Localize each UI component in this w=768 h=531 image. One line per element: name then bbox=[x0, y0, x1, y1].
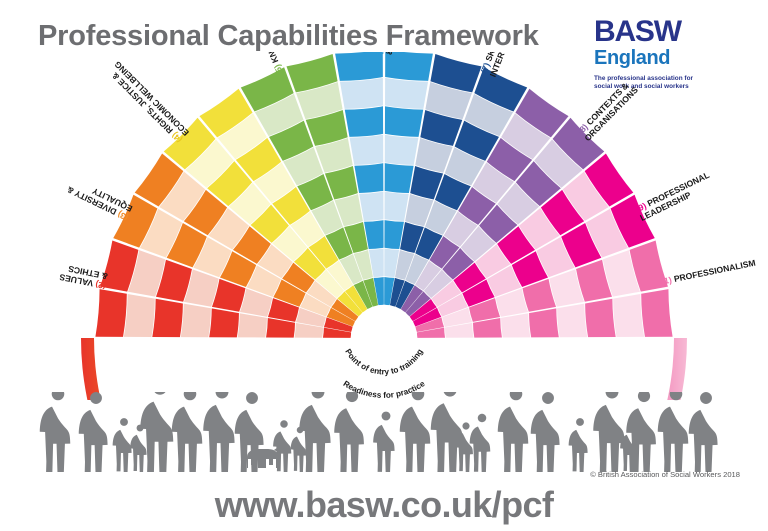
person-silhouette bbox=[593, 392, 625, 472]
person-silhouette bbox=[620, 424, 637, 472]
domain-label: (2) VALUES& ETHICS bbox=[58, 264, 108, 291]
page-title: Professional Capabilities Framework bbox=[38, 20, 539, 52]
person-silhouette bbox=[140, 392, 174, 472]
logo-tagline: The professional association for social … bbox=[594, 75, 740, 92]
domain-label-line: & ANALYSIS bbox=[384, 52, 394, 55]
person-silhouette bbox=[299, 392, 331, 472]
person-silhouette bbox=[171, 392, 203, 472]
logo-basw-text: BASW bbox=[594, 15, 682, 48]
logo-tagline-line2: social work and social workers bbox=[594, 83, 689, 91]
person-silhouette bbox=[274, 445, 284, 453]
person-silhouette bbox=[455, 422, 473, 472]
person-silhouette bbox=[112, 418, 132, 472]
person-silhouette bbox=[688, 392, 718, 472]
arc-text: Point of entry to training bbox=[343, 347, 424, 376]
person-silhouette bbox=[469, 413, 491, 472]
person-silhouette bbox=[399, 392, 431, 472]
person-silhouette bbox=[78, 392, 108, 472]
person-silhouette bbox=[130, 424, 147, 472]
domain-label: (6) CRITICAL REFLECTION& ANALYSIS bbox=[374, 52, 394, 55]
domain-label: (5) KNOWLEDGE bbox=[250, 52, 285, 76]
website-url: www.basw.co.uk/pcf bbox=[214, 484, 554, 525]
domain-label-line: (1) PROFESSIONALISM bbox=[660, 258, 756, 287]
domain-label-line: ECONOMIC WELLBEING bbox=[112, 59, 191, 138]
person-silhouette bbox=[373, 411, 395, 472]
domain-label-line: (4) RIGHTS, JUSTICE & bbox=[110, 71, 184, 145]
domain-label: (7) SKILLS &INTERVENTIONS bbox=[479, 52, 523, 78]
person-silhouette bbox=[273, 420, 292, 472]
person-silhouette bbox=[497, 392, 529, 472]
logo-tagline-line1: The professional association for bbox=[594, 74, 694, 82]
domain-label-line: (5) KNOWLEDGE bbox=[250, 52, 285, 76]
person-silhouette bbox=[334, 392, 364, 472]
wheel-wedges bbox=[95, 52, 673, 338]
people-silhouettes bbox=[39, 392, 718, 472]
person-silhouette bbox=[530, 392, 560, 472]
person-silhouette bbox=[430, 392, 463, 472]
domain-label: (8) CONTEXTS &ORGANISATIONS bbox=[575, 81, 640, 144]
person-silhouette bbox=[290, 426, 307, 472]
domain-label: (1) PROFESSIONALISM bbox=[660, 258, 756, 287]
copyright-text: © British Association of Social Workers … bbox=[590, 470, 740, 479]
pcf-wheel-diagram: PURPOSEPRACTICEIMPACT STRATEGIC SOCIAL W… bbox=[58, 52, 756, 400]
person-silhouette bbox=[568, 418, 588, 472]
logo-england-text: England bbox=[594, 46, 671, 69]
person-silhouette bbox=[39, 392, 71, 472]
domain-label: (3) DIVERSITY &EQUALITY bbox=[65, 185, 134, 223]
basw-logo: BASW England The professional associatio… bbox=[594, 15, 740, 92]
domain-label: (4) RIGHTS, JUSTICE &ECONOMIC WELLBEING bbox=[110, 59, 191, 145]
person-silhouette bbox=[203, 392, 235, 472]
domain-label-line: (6) CRITICAL REFLECTION bbox=[374, 52, 384, 55]
person-silhouette bbox=[657, 392, 689, 472]
person-silhouette bbox=[247, 449, 278, 468]
